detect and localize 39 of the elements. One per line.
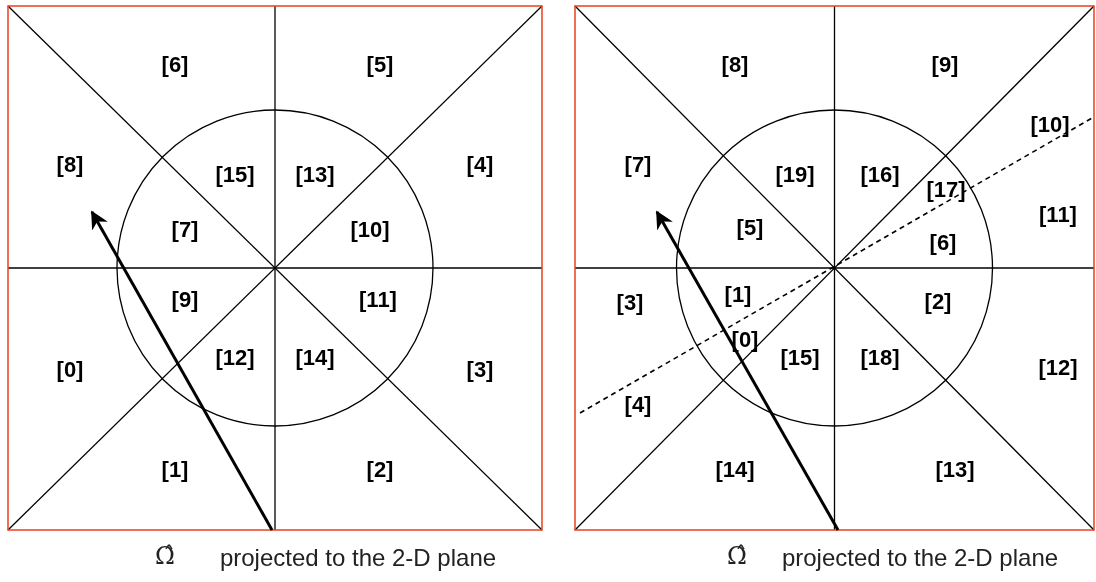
region-label: [8]	[721, 52, 749, 78]
region-label: [6]	[161, 52, 189, 78]
region-label: [5]	[366, 52, 394, 78]
region-label: [19]	[775, 162, 815, 188]
region-label: [0]	[56, 357, 84, 383]
region-label: [8]	[56, 152, 84, 178]
vector-symbol: Ω̂	[155, 542, 175, 570]
region-label: [4]	[466, 152, 494, 178]
region-label: [10]	[1030, 112, 1070, 138]
region-label: [16]	[860, 162, 900, 188]
region-label: [12]	[1038, 355, 1078, 381]
region-label: [6]	[929, 230, 957, 256]
region-label: [3]	[466, 357, 494, 383]
region-label: [10]	[350, 217, 390, 243]
region-label: [2]	[366, 457, 394, 483]
region-label: [13]	[935, 457, 975, 483]
region-label: [13]	[295, 162, 335, 188]
region-label: [17]	[926, 177, 966, 203]
region-label: [7]	[624, 152, 652, 178]
region-label: [9]	[931, 52, 959, 78]
region-label: [7]	[171, 217, 199, 243]
region-label: [15]	[780, 345, 820, 371]
region-label: [12]	[215, 345, 255, 371]
region-label: [4]	[624, 392, 652, 418]
region-label: [15]	[215, 162, 255, 188]
region-label: [11]	[1039, 202, 1077, 228]
region-label: [3]	[616, 290, 644, 316]
region-label: [11]	[359, 287, 397, 313]
region-label: [14]	[295, 345, 335, 371]
region-label: [9]	[171, 287, 199, 313]
region-label: [14]	[715, 457, 755, 483]
region-label: [5]	[736, 215, 764, 241]
vector-symbol: Ω̂	[727, 542, 747, 570]
region-label: [18]	[860, 345, 900, 371]
caption: projected to the 2-D plane	[781, 544, 1059, 572]
region-label: [2]	[924, 289, 952, 315]
caption: projected to the 2-D plane	[219, 544, 497, 572]
region-label: [1]	[161, 457, 189, 483]
region-label: [1]	[724, 282, 752, 308]
